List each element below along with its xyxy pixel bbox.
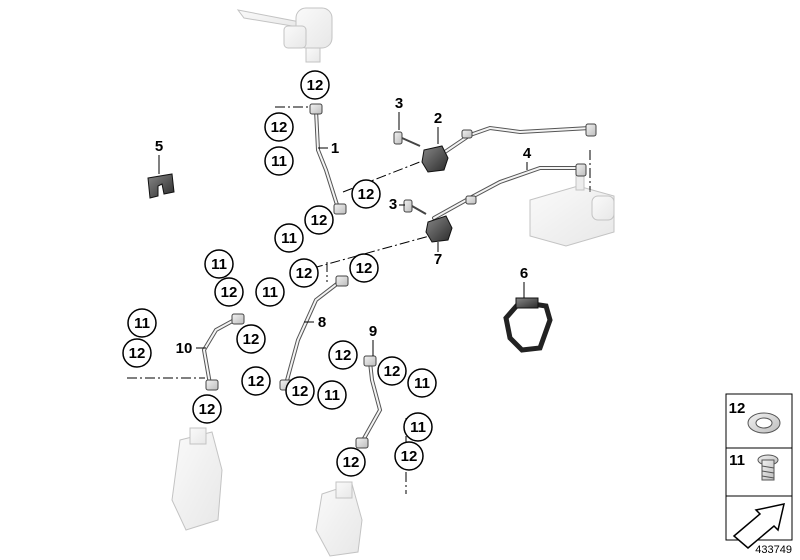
diagram-number: 433749 — [755, 544, 792, 556]
callout-c10: 12 — [221, 284, 238, 301]
brake-master-cylinder — [236, 7, 333, 63]
front-right-brake-caliper — [315, 481, 363, 557]
callout-c09: 12 — [356, 260, 373, 277]
callouts — [122, 70, 437, 477]
callout-c15: 12 — [199, 401, 216, 418]
part-labels: 1 2 3 3 4 5 6 7 8 9 10 — [155, 95, 532, 357]
callout-c03: 11 — [271, 153, 287, 170]
part-label-8: 8 — [318, 314, 326, 331]
callout-c08: 11 — [262, 284, 278, 301]
part-label-6: 6 — [520, 265, 528, 282]
callout-c05: 11 — [281, 230, 297, 247]
brake-lines — [201, 108, 592, 444]
callout-c21: 12 — [384, 363, 401, 380]
callout-c16: 12 — [248, 373, 265, 390]
callout-c14: 12 — [129, 345, 146, 362]
callout-c06: 12 — [311, 212, 328, 229]
callout-c12: 12 — [243, 331, 260, 348]
washer-icon — [747, 412, 781, 434]
part-5-clip — [147, 173, 175, 199]
part-label-9: 9 — [369, 323, 377, 340]
part-2-distributor — [421, 145, 449, 173]
callout-c22: 11 — [410, 419, 426, 436]
front-left-brake-caliper — [171, 427, 223, 531]
callout-c11: 11 — [211, 256, 227, 273]
banjo-bolt-icon — [757, 454, 779, 481]
line-fittings — [205, 103, 597, 449]
part-label-7: 7 — [434, 251, 442, 268]
legend-washer-label: 12 — [729, 400, 746, 417]
part-label-3a: 3 — [395, 95, 403, 112]
direction-arrow-icon — [732, 503, 785, 549]
callout-c24: 12 — [343, 454, 360, 471]
part-3-bolts — [393, 131, 427, 215]
callout-c17: 11 — [324, 387, 340, 404]
part-label-10: 10 — [176, 340, 193, 357]
abs-pressure-modulator — [529, 171, 615, 247]
callout-c02: 12 — [271, 119, 288, 136]
callout-c19: 12 — [335, 347, 352, 364]
callout-c07: 12 — [296, 265, 313, 282]
part-label-2: 2 — [434, 110, 442, 127]
legend-bolt-label: 11 — [729, 452, 745, 469]
callout-c13: 11 — [134, 315, 150, 332]
callout-c23: 12 — [401, 448, 418, 465]
part-7-distributor — [425, 215, 453, 243]
part-label-5: 5 — [155, 138, 163, 155]
callout-c20: 11 — [414, 375, 430, 392]
part-label-1: 1 — [331, 140, 339, 157]
callout-c01: 12 — [307, 77, 324, 94]
callout-c18: 12 — [292, 383, 309, 400]
part-6-holder — [503, 297, 553, 353]
part-label-4: 4 — [523, 145, 532, 162]
callout-c04: 12 — [358, 186, 375, 203]
callout-labels: 12 12 11 12 11 12 12 11 12 12 11 12 11 1… — [129, 77, 430, 471]
legend-panel: 12 11 — [725, 393, 793, 549]
part-label-3b: 3 — [389, 196, 397, 213]
